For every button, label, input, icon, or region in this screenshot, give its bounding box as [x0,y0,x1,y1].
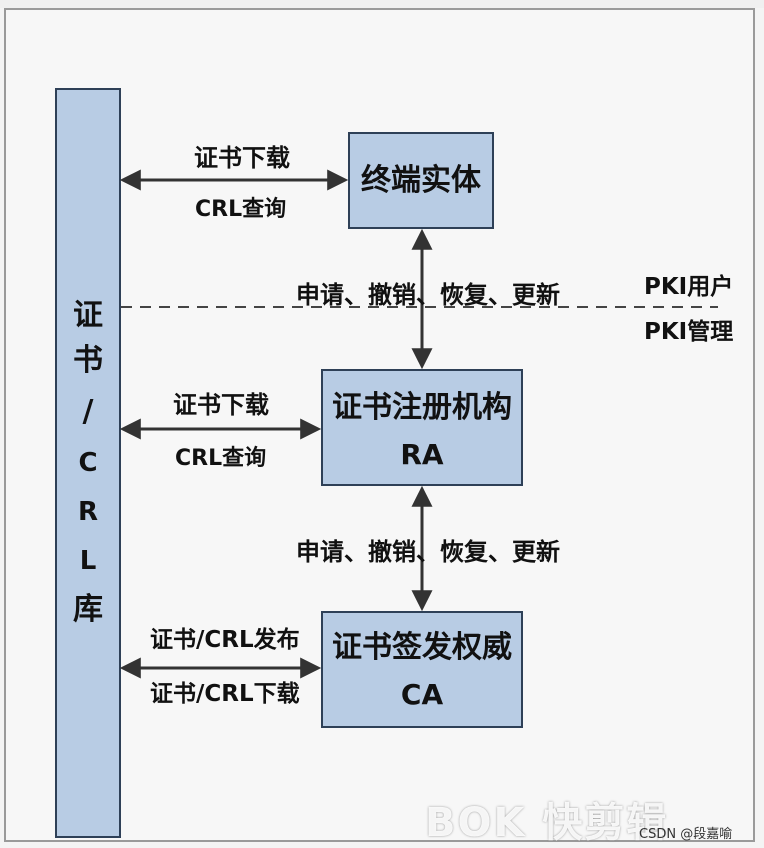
top-strip [0,0,764,8]
repository-label-char: / [82,394,94,429]
ra-label: 证书注册机构 [332,390,512,425]
repository-label-char: 证 [73,298,103,333]
repository-label-char: 库 [73,592,103,627]
ra-crl-query-label: CRL查询 [175,446,267,471]
certificate-crl-repository [55,88,121,838]
watermark: BOK 快剪辑 [425,800,669,846]
pki-user-label: PKI用户 [644,274,734,300]
ee-crl-query-label: CRL查询 [195,197,287,222]
ca-download-label: 证书/CRL下载 [150,681,300,707]
repository-label-char: R [77,497,99,527]
ra-ca-operations-label: 申请、撤销、恢复、更新 [296,538,560,566]
ca-label: 证书签发权威 [332,630,512,665]
ra-download-label: 证书下载 [173,391,269,419]
pki-management-label: PKI管理 [644,319,734,345]
repository-label-char: C [78,448,98,478]
ee-download-label: 证书下载 [194,144,290,172]
end-entity-label: 终端实体 [361,163,481,198]
credit-text: CSDN @段嘉喻 [639,827,733,842]
end-entity-box: 终端实体 [348,132,494,229]
ca-abbr: CA [400,678,444,711]
ra-abbr: RA [400,438,444,471]
ca-publish-label: 证书/CRL发布 [150,627,300,653]
repository-label-char: L [79,546,97,576]
ra-box: 证书注册机构 RA [321,369,523,486]
repository-label-char: 书 [73,343,103,378]
ee-ra-operations-label: 申请、撤销、恢复、更新 [296,281,560,309]
ca-box: 证书签发权威 CA [321,611,523,728]
